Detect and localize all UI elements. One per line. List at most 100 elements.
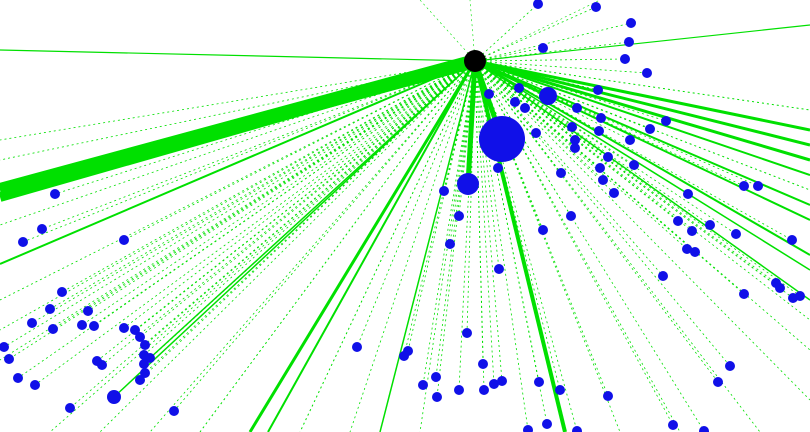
graph-edge [465, 60, 478, 185]
graph-edge [474, 60, 810, 351]
leaf-node [57, 287, 67, 297]
graph-edge [34, 60, 476, 386]
graph-edge [61, 60, 476, 293]
graph-edge [379, 60, 476, 432]
graph-edge [474, 60, 679, 222]
graph-edge [474, 60, 548, 425]
leaf-node [4, 354, 14, 364]
graph-edge [419, 0, 476, 62]
graph-edge [474, 60, 495, 385]
leaf-node [625, 135, 635, 145]
leaf-node [753, 181, 763, 191]
leaf-node [538, 43, 548, 53]
leaf-node [594, 126, 604, 136]
graph-edge [403, 60, 476, 357]
leaf-node [77, 320, 87, 330]
graph-edge [474, 24, 810, 62]
graph-edge [0, 60, 476, 301]
leaf-node [13, 373, 23, 383]
leaf-node [603, 152, 613, 162]
leaf-node [130, 325, 140, 335]
leaf-node [567, 122, 577, 132]
graph-edge [22, 60, 476, 243]
graph-edge [267, 60, 476, 432]
leaf-node [439, 186, 449, 196]
graph-edge [139, 60, 476, 338]
graph-edge [0, 60, 476, 161]
graph-edge [349, 60, 476, 432]
leaf-node [18, 237, 28, 247]
leaf-node [403, 346, 413, 356]
graph-edge [101, 60, 476, 366]
graph-edge [474, 59, 810, 147]
graph-edge [31, 60, 476, 324]
leaf-node [418, 380, 428, 390]
graph-edge [0, 60, 476, 361]
leaf-node [89, 321, 99, 331]
leaf-node [624, 37, 634, 47]
graph-edge [0, 60, 476, 331]
leaf-node [533, 0, 543, 9]
graph-edge [0, 60, 476, 141]
leaf-node [683, 189, 693, 199]
graph-edge [0, 60, 476, 226]
graph-edge [474, 60, 777, 284]
leaf-node [595, 163, 605, 173]
graph-edge [474, 60, 693, 232]
graph-edge [474, 0, 601, 62]
leaf-node [603, 391, 613, 401]
leaf-node [27, 318, 37, 328]
graph-edge [474, 6, 597, 62]
graph-edge [474, 60, 615, 194]
graph-edge [0, 56, 477, 202]
graph-edge [474, 60, 810, 111]
leaf-node [445, 239, 455, 249]
graph-edge [474, 60, 648, 74]
leaf-node [37, 224, 47, 234]
graph-edge [248, 60, 477, 432]
leaf-node [713, 377, 723, 387]
graph-edge [474, 59, 549, 98]
leaf-node [489, 379, 499, 389]
leaf-node [682, 244, 692, 254]
graph-edge [474, 60, 759, 187]
leaf-node [65, 403, 75, 413]
leaf-node [484, 89, 494, 99]
leaf-node [645, 124, 655, 134]
leaf-node [572, 103, 582, 113]
leaf-node [514, 83, 524, 93]
graph-edge [474, 41, 630, 62]
leaf-node [534, 377, 544, 387]
graph-edge [474, 60, 801, 297]
leaf-node [739, 181, 749, 191]
graph-edge [0, 49, 476, 62]
leaf-node [169, 406, 179, 416]
graph-edge [474, 60, 810, 321]
leaf-node [556, 168, 566, 178]
graph-edge [474, 60, 484, 365]
leaf-node [135, 375, 145, 385]
graph-edge [474, 60, 689, 195]
leaf-node [593, 85, 603, 95]
graph-edge [474, 60, 737, 235]
leaf-node [570, 135, 580, 145]
graph-edge [149, 60, 476, 359]
graph-edge [41, 60, 476, 230]
graph-edge [474, 59, 810, 132]
leaf-node [699, 426, 709, 432]
leaf-node [787, 235, 797, 245]
graph-edge [96, 60, 476, 362]
graph-edge [474, 60, 503, 382]
graph-edge [199, 60, 476, 432]
graph-edge [474, 60, 688, 250]
large-node [539, 87, 557, 105]
leaf-node [731, 229, 741, 239]
graph-edge [173, 60, 476, 412]
leaf-node [493, 163, 503, 173]
leaf-node [140, 340, 150, 350]
graph-edge [299, 60, 476, 432]
graph-edge [474, 60, 810, 301]
leaf-node [30, 380, 40, 390]
leaf-node [687, 226, 697, 236]
